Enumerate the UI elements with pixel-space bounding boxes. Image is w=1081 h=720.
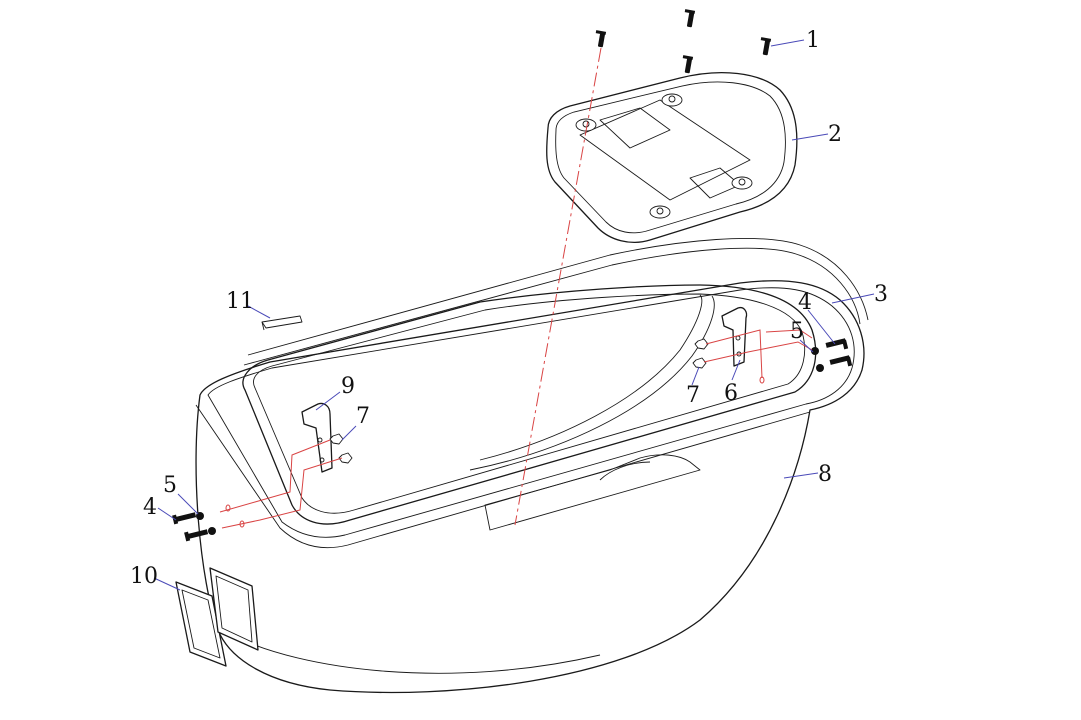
screw-icon	[760, 37, 772, 56]
hinge-bracket-left	[301, 402, 333, 473]
leader-lines	[153, 39, 875, 591]
callout-10: 10	[130, 564, 158, 589]
assembly-paths-right	[703, 329, 813, 384]
callout-6: 6	[724, 381, 738, 406]
assembly-centerline	[514, 47, 602, 526]
callout-4-right: 4	[798, 290, 812, 315]
bolts-washers-right	[811, 338, 853, 372]
nuts-right	[692, 338, 709, 369]
top-cover	[546, 71, 798, 243]
callout-5-left: 5	[163, 473, 177, 498]
callout-9: 9	[341, 374, 355, 399]
screw-icon	[684, 9, 696, 28]
reflectors-part-10	[175, 567, 259, 667]
callout-8: 8	[818, 462, 832, 487]
screw-icon	[682, 55, 694, 74]
callout-labels: 1 2 3 4 5 6 7 8 9 7 5 4 10 11	[130, 28, 888, 589]
callout-7-right: 7	[686, 383, 700, 408]
screws-part-1	[595, 9, 772, 74]
screw-icon	[595, 30, 607, 48]
assembly-paths-left	[219, 439, 343, 529]
callout-7-left: 7	[356, 404, 370, 429]
callout-2: 2	[828, 122, 842, 147]
callout-1: 1	[806, 28, 820, 53]
case-body	[195, 280, 865, 694]
callout-11: 11	[226, 289, 254, 314]
callout-5-right: 5	[790, 319, 804, 344]
callout-3: 3	[874, 282, 888, 307]
callout-4-left: 4	[143, 495, 157, 520]
lid-seal	[243, 238, 869, 366]
nuts-left	[329, 433, 353, 464]
clip-part-11	[261, 315, 303, 331]
